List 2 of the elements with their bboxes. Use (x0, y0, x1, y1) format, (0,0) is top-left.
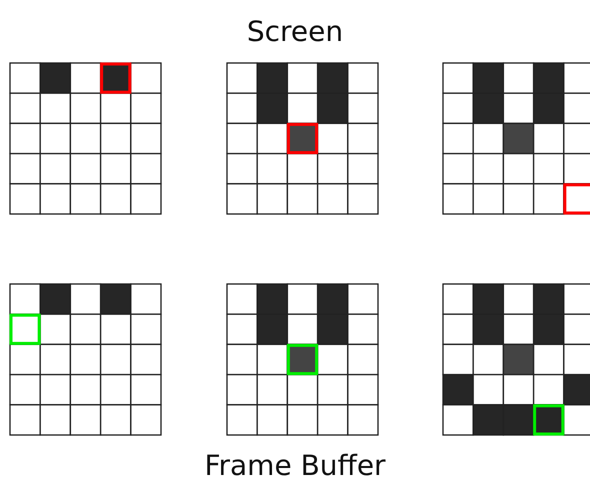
row-heading: Frame Buffer (203, 452, 387, 480)
row-heading: Screen (246, 18, 344, 46)
